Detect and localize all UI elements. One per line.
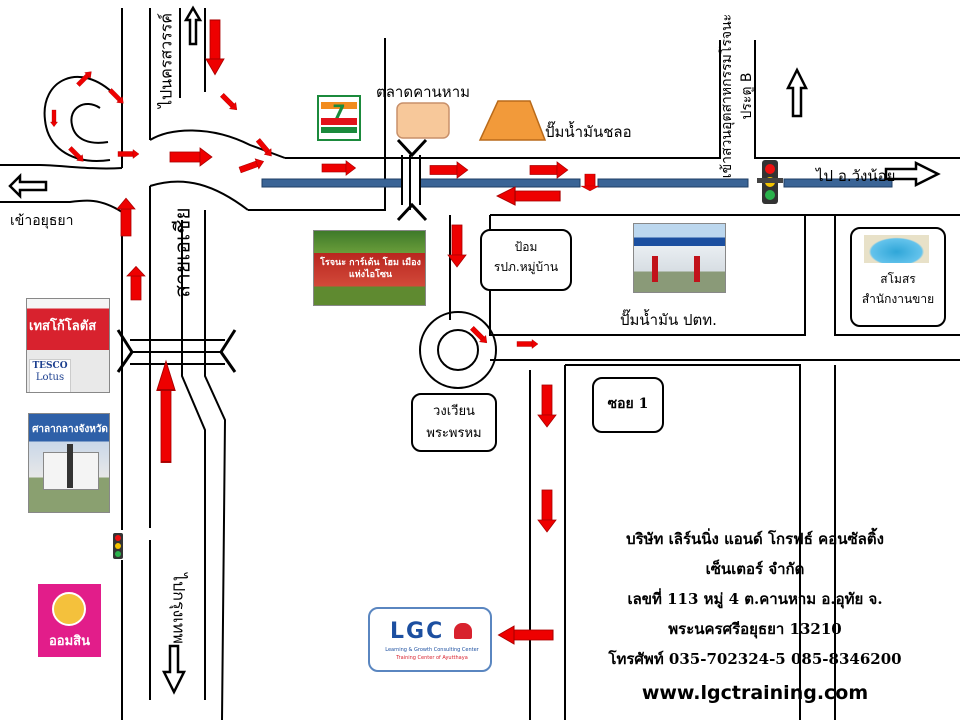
highway-crossing-bars: [116, 329, 237, 373]
tesco-lotus-photo: เทสโก้โลตัส TESCO Lotus: [26, 298, 110, 393]
east-outline-arrow: [884, 160, 941, 188]
market-building: [396, 102, 450, 139]
company-info: บริษัท เลิร์นนิ่ง แอนด์ โกรฟธ์ คอนซัลติ้…: [605, 524, 905, 708]
pool-photo: [864, 235, 929, 263]
to-ayutthaya-label: เข้าอยุธยา: [10, 213, 74, 229]
company-name-line1: บริษัท เลิร์นนิ่ง แอนด์ โกรฟธ์ คอนซัลติ้…: [626, 530, 884, 548]
company-name-line2: เซ็นเตอร์ จำกัด: [705, 560, 805, 578]
asia-road-label: สายเอเชีย: [170, 207, 195, 298]
company-website-link[interactable]: www.lgctraining.com: [641, 682, 869, 704]
soi1-label: ซอย 1: [592, 377, 664, 433]
to-wang-noi-label: ไป อ.วังน้อย: [816, 167, 896, 185]
rail-crossing-gate: [396, 138, 428, 222]
city-hall-photo: ศาลากลางจังหวัด: [28, 413, 110, 513]
svg-text:7: 7: [332, 101, 345, 123]
seven-eleven-logo: 7: [317, 95, 361, 141]
market-label: ตลาดคานหาม: [376, 83, 471, 101]
north-gate-arrow: [785, 67, 809, 118]
roundabout-label: วงเวียน พระพรหม: [411, 393, 497, 452]
company-address-line1: เลขที่ 113 หมู่ 4 ต.คานหาม อ.อุทัย จ.: [627, 590, 883, 608]
traffic-light-icon: [757, 160, 783, 204]
roundabout-circle: [419, 311, 497, 389]
company-phone: โทรศัพท์ 035-702324-5 085-8346200: [608, 650, 902, 668]
to-bangkok-label: ไปกรุงเทพ: [169, 573, 189, 644]
elephant-icon: [454, 623, 472, 639]
rail-line: [261, 178, 893, 188]
south-outline-arrow: [161, 644, 187, 695]
cholo-gas-label: ปั๊มน้ำมันชลอ: [545, 123, 632, 141]
company-address-line2: พระนครศรีอยุธยา 13210: [668, 620, 842, 638]
west-outline-arrow: [8, 172, 48, 200]
to-nakhon-sawan-label: ไปนครสวรรค์: [156, 12, 176, 109]
ptt-gas-label: ปั๊มน้ำมัน ปตท.: [620, 311, 717, 329]
cholo-gas-station: [478, 100, 547, 141]
traffic-light-icon: [113, 533, 123, 559]
lgc-logo-text: LGC: [390, 619, 445, 644]
direction-outline-arrows: [8, 5, 941, 695]
north-outline-arrow: [183, 5, 203, 46]
wang-noi-road: [384, 38, 960, 720]
rojana-gate-label: เข้าสวนอุตสาหกรรมโรจนะ ประตู B: [719, 13, 755, 179]
ptt-gas-station-photo: [633, 223, 726, 293]
lgc-logo-box: LGC Learning & Growth Consulting Center …: [368, 607, 492, 672]
gsb-logo: ออมสิน: [38, 584, 101, 657]
police-box-label: ป้อม รปภ.หมู่บ้าน: [480, 229, 572, 291]
asia-highway: [0, 8, 386, 720]
rojana-garden-sign: โรจนะ การ์เด้น โฮม เมืองแห่งไอโซน: [313, 230, 426, 306]
